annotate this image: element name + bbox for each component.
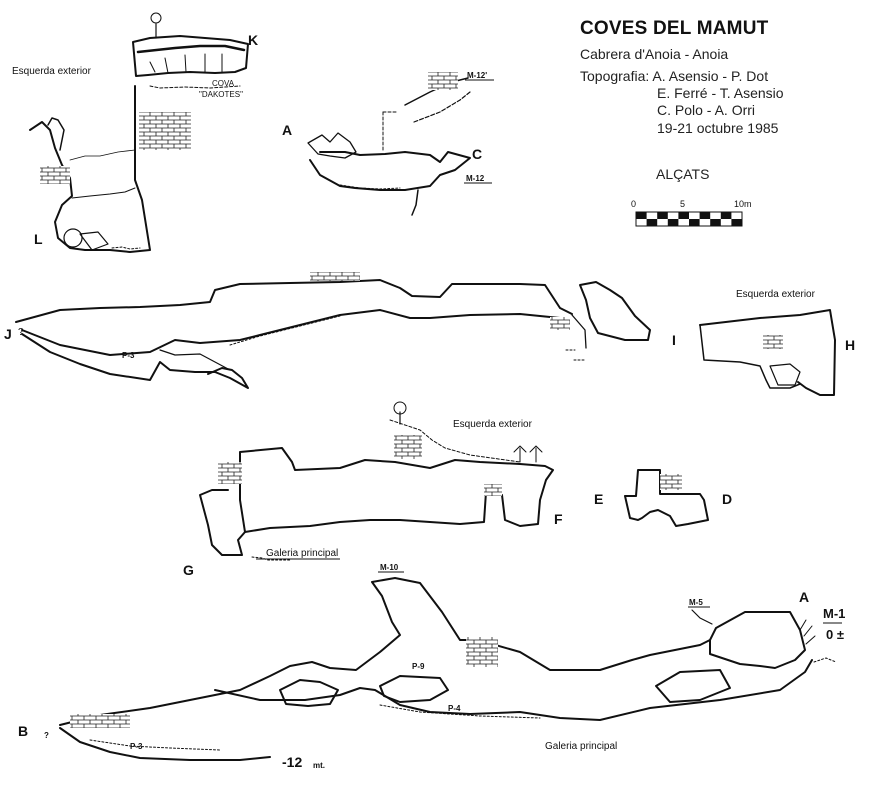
marker-m12-prime: M-12' xyxy=(467,71,488,80)
scale-label-5: 5 xyxy=(680,199,686,209)
point-f: F xyxy=(554,511,563,527)
scale-label-10: 10m xyxy=(734,199,752,209)
marker-zero: 0 ± xyxy=(826,627,844,642)
pit-p9: P-9 xyxy=(412,662,425,671)
topography-line-3: C. Polo - A. Orri xyxy=(657,102,756,118)
marker-m1: M-1 xyxy=(823,606,846,621)
point-a-bottom: A xyxy=(799,589,810,605)
unknown-mark-b: ? xyxy=(44,731,49,740)
map-title: COVES DEL MAMUT xyxy=(580,18,769,39)
note-exterior-fissure-1: Esquerda exterior xyxy=(12,66,91,77)
point-g: G xyxy=(183,562,194,578)
marker-m5: M-5 xyxy=(689,598,703,607)
point-l: L xyxy=(34,231,43,247)
section-type: ALÇATS xyxy=(656,166,710,182)
scale-label-0: 0 xyxy=(631,199,637,209)
point-e: E xyxy=(594,491,604,507)
topography-line-1: Topografia: A. Asensio - P. Dot xyxy=(580,68,769,84)
marker-depth-12: -12 xyxy=(282,754,303,770)
marker-depth-unit: mt. xyxy=(313,761,325,770)
note-main-gallery-1: Galeria principal xyxy=(266,548,339,559)
note-exterior-fissure-3: Esquerda exterior xyxy=(453,419,532,430)
point-b: B xyxy=(18,723,29,739)
section-j-i xyxy=(15,272,651,389)
section-a-c xyxy=(307,72,471,216)
point-h: H xyxy=(845,337,856,353)
section-b-a xyxy=(59,577,837,761)
point-k: K xyxy=(248,32,259,48)
point-j: J xyxy=(4,326,12,342)
section-g-f xyxy=(199,401,554,561)
note-main-gallery-2: Galeria principal xyxy=(545,741,618,752)
cova-name-line-2: "DAKOTES" xyxy=(199,90,243,99)
pit-p4: P-4 xyxy=(448,704,461,713)
marker-underlines xyxy=(256,79,842,624)
point-a-top: A xyxy=(282,122,293,138)
pit-p3-lower: P-3 xyxy=(130,742,143,751)
note-exterior-fissure-2: Esquerda exterior xyxy=(736,289,815,300)
map-location: Cabrera d'Anoia - Anoia xyxy=(580,46,729,62)
section-e-d xyxy=(624,469,709,527)
pit-p3-upper: P-3 xyxy=(122,351,135,360)
section-h xyxy=(699,309,836,396)
marker-m10: M-10 xyxy=(380,563,399,572)
point-d: D xyxy=(722,491,733,507)
point-c: C xyxy=(472,146,483,162)
point-i: I xyxy=(672,332,676,348)
scale-bar xyxy=(635,211,743,227)
unknown-mark-j: ? xyxy=(18,327,24,338)
cova-name-line-1: COVA xyxy=(212,79,235,88)
topography-date: 19-21 octubre 1985 xyxy=(657,120,779,136)
topography-line-2: E. Ferré - T. Asensio xyxy=(657,85,784,101)
marker-m12: M-12 xyxy=(466,174,485,183)
section-l-k xyxy=(29,12,249,253)
